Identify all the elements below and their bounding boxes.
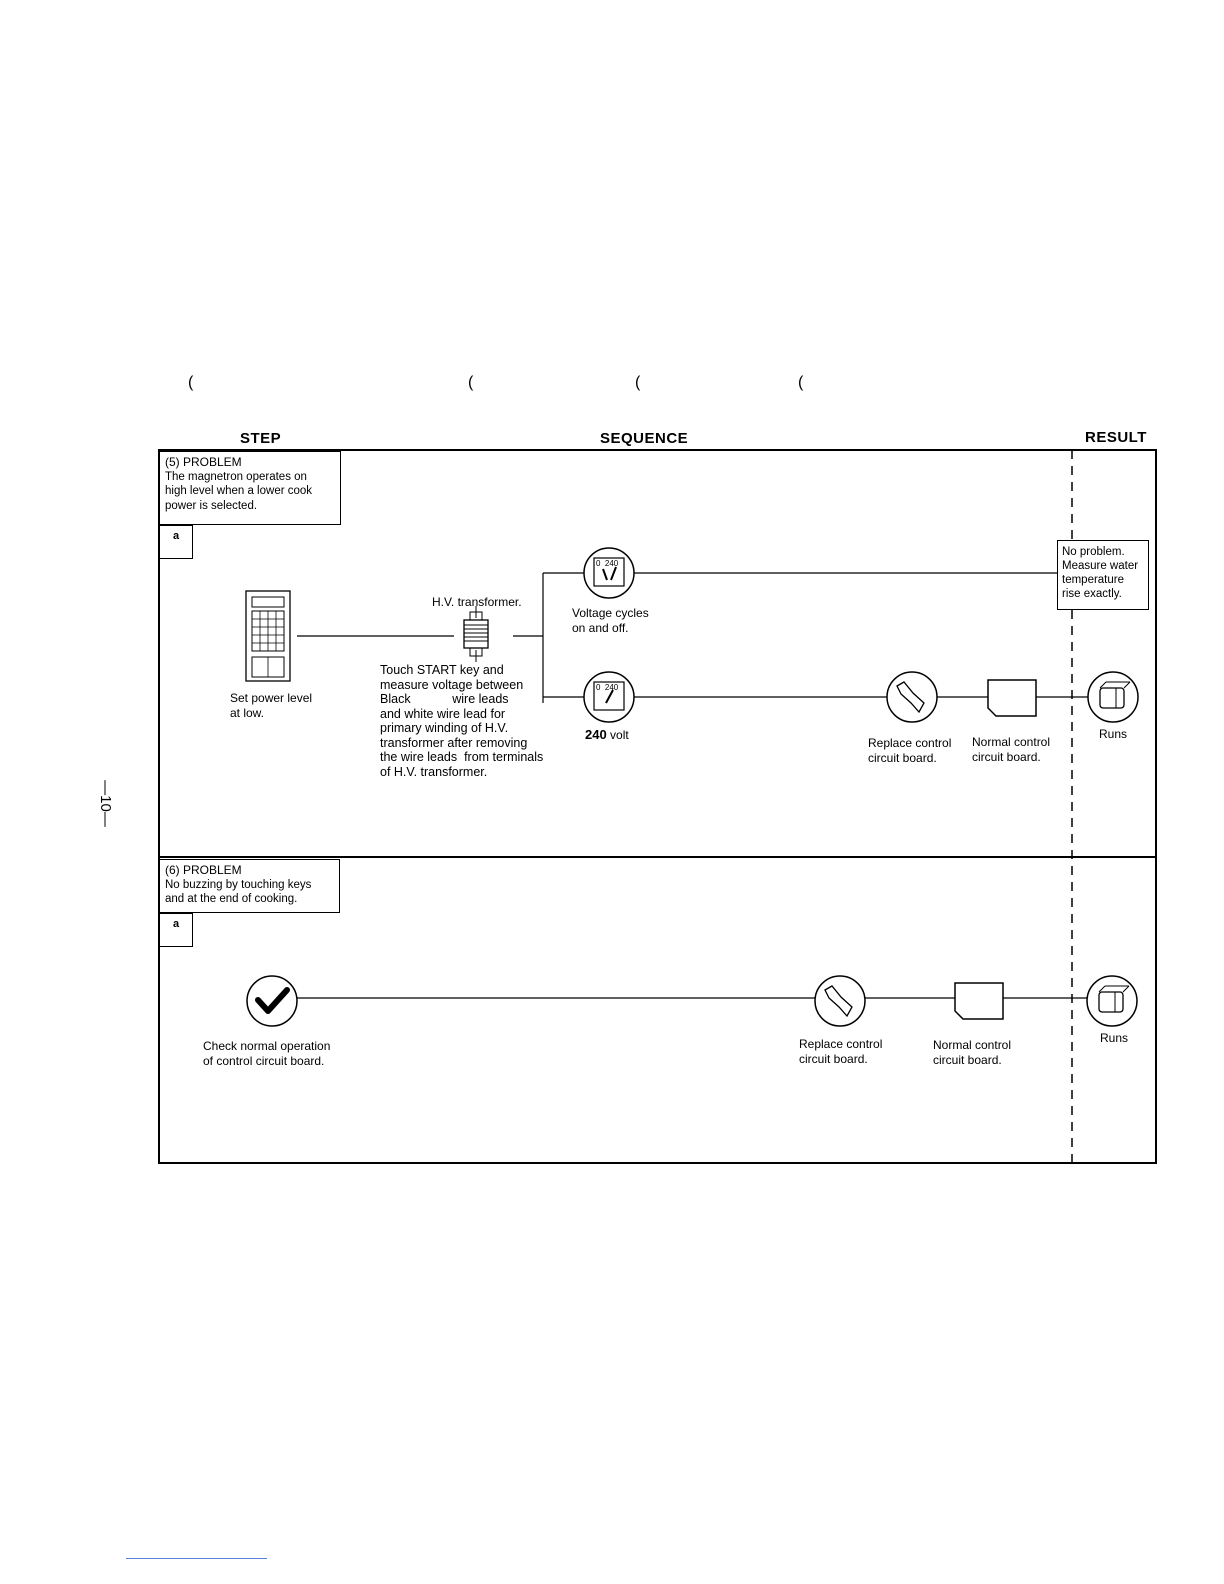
substep-5a: a (159, 525, 193, 559)
page-number: —10— (96, 780, 114, 827)
problem-6-box: (6) PROBLEM No buzzing by touching keys … (159, 859, 340, 913)
problem-5-line: high level when a lower cook (165, 485, 313, 497)
problem-5-title: (5) PROBLEM (165, 455, 242, 469)
header-step: STEP (240, 430, 282, 447)
circuit-board-icon-2 (954, 982, 1004, 1020)
replace-board-label: Replace control circuit board. (868, 736, 952, 765)
paren-3: ( (635, 374, 641, 391)
oven-runs-icon-2 (1086, 975, 1138, 1027)
runs-label-2: Runs (1100, 1031, 1129, 1045)
voltage-cycles-label: Voltage cycles on and off. (572, 606, 649, 635)
problem-5-line: The magnetron operates on (165, 470, 307, 483)
replace-wrench-icon (886, 671, 938, 723)
voltmeter-cycling-icon (583, 547, 635, 599)
hv-transformer-label: H.V. transformer. (432, 595, 522, 609)
normal-board-label-2: Normal control circuit board. (933, 1038, 1012, 1067)
paren-4: ( (798, 374, 804, 391)
problem-6-line: No buzzing by touching keys (165, 878, 312, 891)
meter-bottom-scale: 0 240 (596, 683, 619, 692)
touch-start-instructions: Touch START key and measure voltage betw… (380, 663, 544, 779)
replace-board-label-2: Replace control circuit board. (799, 1037, 883, 1066)
volt-reading: 240 volt (585, 727, 629, 742)
replace-wrench-icon-2 (814, 975, 866, 1027)
check-operation-label: Check normal operation of control circui… (203, 1039, 331, 1068)
normal-board-label: Normal control circuit board. (972, 735, 1051, 764)
problem-6-title: (6) PROBLEM (165, 863, 242, 877)
substep-6a: a (159, 913, 193, 947)
paren-1: ( (188, 374, 194, 391)
meter-top-scale: 0 240 (596, 559, 619, 568)
oven-runs-icon (1087, 671, 1139, 723)
result-box-no-problem: No problem. Measure water temperature ri… (1057, 540, 1149, 610)
problem-5-box: (5) PROBLEM The magnetron operates on hi… (159, 451, 341, 525)
paren-2: ( (468, 374, 474, 391)
check-mark-icon (246, 975, 298, 1027)
problem-5-line: power is selected. (165, 499, 258, 512)
header-sequence: SEQUENCE (600, 430, 689, 447)
set-power-label: Set power level at low. (230, 691, 313, 720)
circuit-board-icon (987, 679, 1037, 717)
problem-6-line: and at the end of cooking. (165, 893, 298, 905)
voltmeter-240-icon (583, 671, 635, 723)
footer-rule (126, 1558, 267, 1559)
transformer-icon (463, 606, 489, 662)
header-result: RESULT (1085, 429, 1147, 446)
runs-label: Runs (1099, 727, 1128, 741)
control-panel-icon (245, 590, 291, 682)
